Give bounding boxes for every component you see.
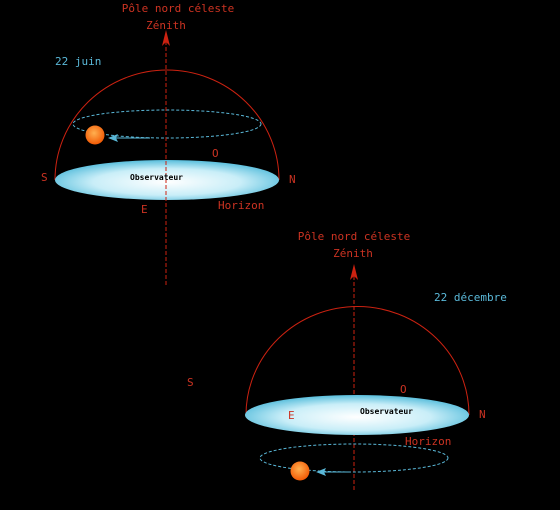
june-observer-label: Observateur (130, 173, 183, 182)
december-date-label: 22 décembre (434, 291, 507, 304)
june-zenith-label: Zénith (146, 19, 186, 32)
december-south-label: S (187, 376, 194, 389)
june-diagram: Pôle nord céleste Zénith 22 juin Observa… (41, 2, 296, 285)
june-east-label: E (141, 203, 148, 216)
june-south-label: S (41, 171, 48, 184)
december-direction-arrow-icon (316, 468, 326, 476)
june-sun-path (72, 109, 262, 139)
june-west-label: O (212, 147, 219, 160)
june-date-label: 22 juin (55, 55, 101, 68)
december-sun-path (259, 443, 449, 473)
june-axis-arrow-icon (162, 30, 170, 46)
december-zenith-label: Zénith (333, 247, 373, 260)
june-pole-label: Pôle nord céleste (122, 2, 235, 15)
june-direction-arrow-icon (108, 134, 118, 142)
june-horizon-disc (55, 160, 279, 200)
december-north-label: N (479, 408, 486, 421)
june-horizon-label: Horizon (218, 199, 264, 212)
june-north-label: N (289, 173, 296, 186)
december-west-label: O (400, 383, 407, 396)
december-pole-label: Pôle nord céleste (298, 230, 411, 243)
december-diagram: Pôle nord céleste Zénith 22 décembre Obs… (187, 230, 507, 490)
december-east-label: E (288, 409, 295, 422)
june-sun-icon (85, 125, 105, 145)
december-observer-label: Observateur (360, 407, 413, 416)
december-horizon-label: Horizon (405, 435, 451, 448)
december-horizon-disc (245, 395, 469, 435)
december-sun-icon (290, 461, 310, 481)
june-celestial-dome (54, 69, 280, 181)
december-axis-arrow-icon (350, 264, 358, 280)
december-celestial-dome (245, 306, 470, 416)
